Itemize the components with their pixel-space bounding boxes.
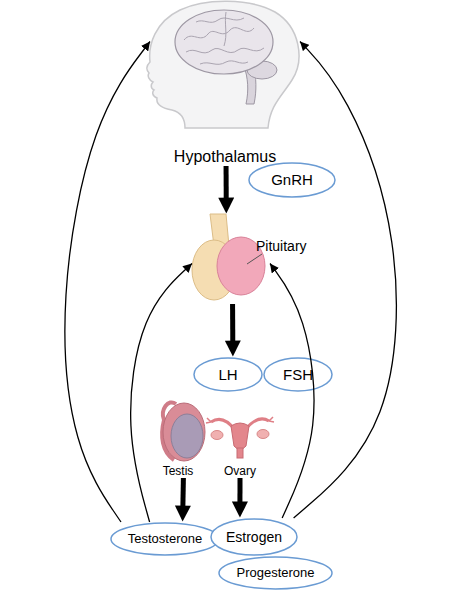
brain-gyri [184,12,264,64]
organ-illustration: Ovary [208,400,272,478]
ellipse-shape [111,523,219,555]
feedback-arrow [131,264,192,523]
node-label: Testosterone [128,531,202,547]
ellipse-shape [264,358,332,391]
hormone-ellipse: FSH [263,357,333,392]
testis-outer [163,403,205,461]
leader-line [247,254,262,264]
node-label: Hypothalamus [174,147,276,166]
gland-illustration: Pituitary [192,214,270,304]
node-label: Progesterone [236,565,314,581]
hormone-ellipse: Estrogen [210,518,298,556]
hormone-ellipse: LH [193,357,263,392]
brain-cerebrum [175,10,273,74]
hormone-ellipse: Testosterone [110,522,220,556]
brain-region: Hypothalamus [150,0,300,166]
stimulation-arrow [237,478,242,508]
stimulation-arrow [224,166,229,204]
ellipse-shape [219,557,332,589]
ovary-illustration [206,417,274,458]
node-label: Testis [163,464,194,478]
hormone-ellipse: GnRH [248,162,336,198]
stimulation-arrow [230,304,235,347]
stimulation-arrow [180,478,186,512]
head-silhouette [147,1,299,128]
ellipse-shape [211,519,297,555]
node-label: Pituitary [256,238,307,255]
node-label: FSH [283,366,313,384]
node-label: LH [218,366,237,384]
feedback-arrow [65,42,150,523]
node-label: Estrogen [226,529,282,546]
node-label: Ovary [224,464,256,478]
organ-illustration: Testis [151,398,205,478]
testis-inner [171,414,203,458]
node-label: GnRH [271,171,313,189]
hormone-ellipse: Progesterone [218,556,333,590]
ellipse-shape [194,358,262,391]
ellipse-shape [249,163,335,197]
feedback-arrow [294,42,397,519]
